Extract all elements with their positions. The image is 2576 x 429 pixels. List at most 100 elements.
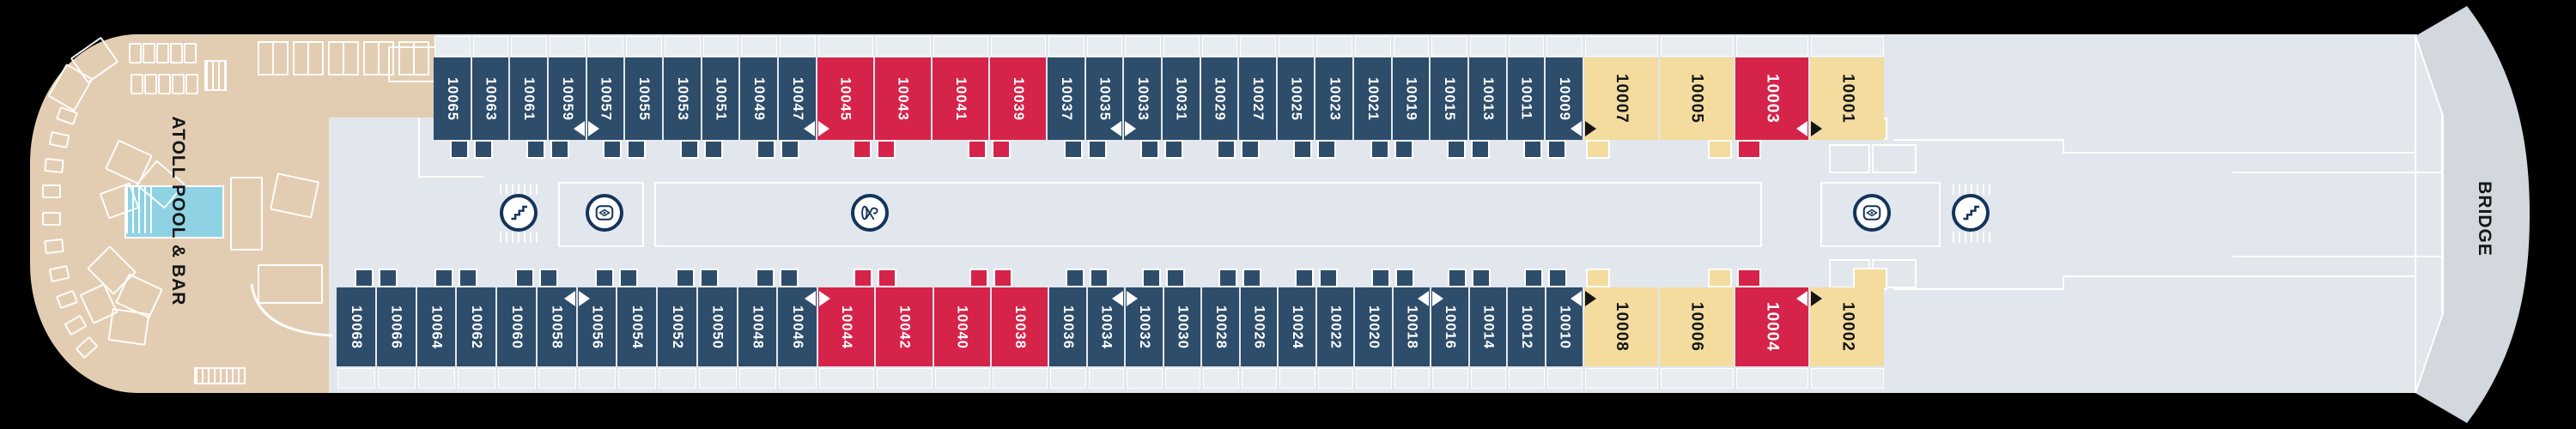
deck-furniture [185,74,198,94]
balcony [1660,36,1734,57]
cabin-10055[interactable]: 10055 [625,57,662,140]
cabin-10033[interactable]: 10033 [1124,57,1161,140]
cabin-door [878,269,897,287]
cabin-10003[interactable]: 10003 [1735,57,1809,140]
cabin-10016[interactable]: 10016 [1431,287,1468,366]
connecting-room-arrow [1110,121,1122,136]
cabin-number: 10035 [1097,76,1113,121]
cabin-10008[interactable]: 10008 [1584,287,1658,366]
cabin-10049[interactable]: 10049 [740,57,777,140]
cabin-10043[interactable]: 10043 [874,57,931,140]
balcony [1355,36,1391,57]
cabin-10021[interactable]: 10021 [1354,57,1391,140]
cabin-number: 10041 [952,76,969,121]
cabin-10054[interactable]: 10054 [617,287,656,366]
balcony [1356,368,1392,389]
cabin-10056[interactable]: 10056 [577,287,617,366]
cabin-door [595,269,615,287]
cabin-10023[interactable]: 10023 [1315,57,1353,140]
balcony [1660,368,1734,389]
cabin-10032[interactable]: 10032 [1126,287,1163,366]
cabin-10035[interactable]: 10035 [1085,57,1123,140]
cabin-10041[interactable]: 10041 [932,57,988,140]
cabin-10002[interactable]: 10002 [1810,287,1885,366]
cabin-10063[interactable]: 10063 [471,57,509,140]
cabin-10040[interactable]: 10040 [933,287,990,366]
cabin-10039[interactable]: 10039 [989,57,1046,140]
cabin-10061[interactable]: 10061 [510,57,547,140]
cabin-10066[interactable]: 10066 [376,287,416,366]
cabin-10047[interactable]: 10047 [778,57,816,140]
cabin-10004[interactable]: 10004 [1735,287,1809,366]
cabin-10031[interactable]: 10031 [1162,57,1200,140]
cabin-10024[interactable]: 10024 [1279,287,1315,366]
cabin-door [1318,269,1338,287]
cabin-10052[interactable]: 10052 [658,287,696,366]
cabin-door [1089,269,1109,287]
cabin-10037[interactable]: 10037 [1048,57,1084,140]
cabin-10053[interactable]: 10053 [663,57,701,140]
cabin-10030[interactable]: 10030 [1163,287,1200,366]
balcony [578,368,617,389]
balcony [877,368,933,389]
cabin-10020[interactable]: 10020 [1355,287,1392,366]
cabin-10010[interactable]: 10010 [1546,287,1583,366]
balcony [1432,368,1468,389]
deck-furniture [44,157,64,174]
cabin-number: 10019 [1403,76,1419,121]
cabin-door [1447,269,1467,287]
cabin-10029[interactable]: 10029 [1200,57,1238,140]
deck-furniture [44,238,64,255]
cabin-door [1707,269,1732,287]
cabin-door [459,269,478,287]
cabin-number: 10036 [1060,305,1076,349]
cabin-10013[interactable]: 10013 [1469,57,1506,140]
cabin-10057[interactable]: 10057 [586,57,624,140]
cabin-10068[interactable]: 10068 [337,287,375,366]
cabin-door [699,269,719,287]
cabin-number: 10048 [750,305,766,349]
cabin-10045[interactable]: 10045 [817,57,873,140]
cabin-10007[interactable]: 10007 [1583,57,1658,140]
cabin-10046[interactable]: 10046 [778,287,817,366]
cabana-bed [258,41,289,76]
cabin-10027[interactable]: 10027 [1239,57,1276,140]
cabin-number: 10046 [790,305,806,349]
cabin-10018[interactable]: 10018 [1393,287,1430,366]
cabin-10026[interactable]: 10026 [1240,287,1277,366]
cabin-10015[interactable]: 10015 [1431,57,1468,140]
cabin-number: 10052 [669,305,685,349]
cabin-10058[interactable]: 10058 [537,287,576,366]
balcony [1125,36,1161,57]
cabin-10019[interactable]: 10019 [1392,57,1430,140]
cabin-10065[interactable]: 10065 [434,57,471,140]
cabin-10011[interactable]: 10011 [1507,57,1545,140]
cabin-10006[interactable]: 10006 [1659,287,1734,366]
cabin-10025[interactable]: 10025 [1277,57,1315,140]
cabin-10009[interactable]: 10009 [1546,57,1583,140]
cabin-10014[interactable]: 10014 [1469,287,1506,366]
cabin-door [619,269,639,287]
cabin-10028[interactable]: 10028 [1202,287,1239,366]
cabin-10062[interactable]: 10062 [457,287,495,366]
cabin-10038[interactable]: 10038 [991,287,1048,366]
cabin-10060[interactable]: 10060 [497,287,536,366]
cabin-10044[interactable]: 10044 [818,287,875,366]
cabin-10036[interactable]: 10036 [1049,287,1086,366]
cabin-10001[interactable]: 10001 [1810,57,1885,140]
cabin-10064[interactable]: 10064 [416,287,456,366]
cabin-10042[interactable]: 10042 [876,287,933,366]
cabin-10005[interactable]: 10005 [1659,57,1734,140]
cabin-10012[interactable]: 10012 [1508,287,1545,366]
cabin-10034[interactable]: 10034 [1087,287,1124,366]
balcony [1203,368,1239,389]
cabin-10048[interactable]: 10048 [738,287,777,366]
balcony [1278,36,1315,57]
cabin-10051[interactable]: 10051 [702,57,739,140]
cabin-10022[interactable]: 10022 [1316,287,1353,366]
balcony [1240,36,1276,57]
cabin-10050[interactable]: 10050 [697,287,737,366]
balcony [1317,368,1353,389]
balcony [1735,36,1809,57]
cabin-10059[interactable]: 10059 [548,57,586,140]
